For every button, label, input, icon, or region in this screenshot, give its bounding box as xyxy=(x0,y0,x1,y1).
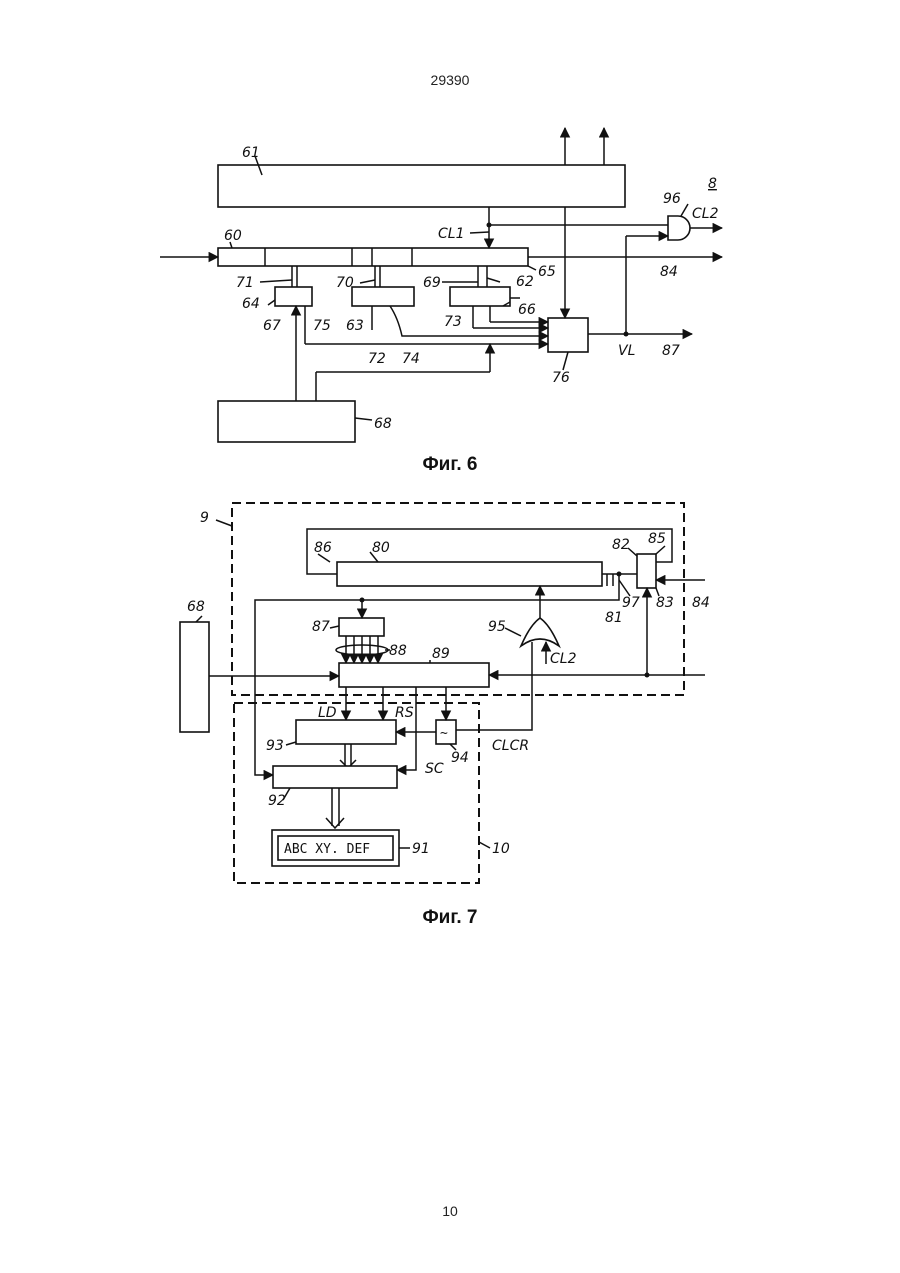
label-91: 91 xyxy=(412,841,430,857)
label-94: 94 xyxy=(451,750,469,766)
label-93: 93 xyxy=(266,738,284,754)
block-93 xyxy=(296,720,396,744)
block-80 xyxy=(337,562,602,586)
display-text: ABC XY. DEF xyxy=(284,842,370,857)
page-number: 10 xyxy=(0,1203,900,1219)
label-68: 68 xyxy=(187,599,205,615)
label-88: 88 xyxy=(389,643,407,659)
block-92 xyxy=(273,766,397,788)
label-92: 92 xyxy=(268,793,286,809)
label-84: 84 xyxy=(692,595,710,611)
label-85: 85 xyxy=(648,531,666,547)
label-86: 86 xyxy=(314,540,332,556)
label-cl2: CL2 xyxy=(550,651,577,667)
label-80: 80 xyxy=(372,540,390,556)
block-68-left xyxy=(180,622,209,732)
label-95: 95 xyxy=(488,619,506,635)
label-82: 82 xyxy=(612,537,630,553)
figure-7-diagram: ~ ABC XY. DEF 9 86 80 82 85 97 83 84 81 … xyxy=(0,0,900,900)
label-10: 10 xyxy=(492,841,510,857)
label-81: 81 xyxy=(605,610,623,626)
block-87 xyxy=(339,618,384,636)
block-89 xyxy=(339,663,489,687)
figure-7-caption: Фиг. 7 xyxy=(0,907,900,929)
label-9: 9 xyxy=(200,510,209,526)
block-82 xyxy=(637,554,656,588)
oscillator-symbol: ~ xyxy=(440,726,448,741)
label-89: 89 xyxy=(432,646,450,662)
label-rs: RS xyxy=(395,705,414,721)
label-87: 87 xyxy=(312,619,330,635)
or-gate-95 xyxy=(521,618,559,646)
label-sc: SC xyxy=(425,761,444,777)
label-ld: LD xyxy=(318,705,337,721)
label-97: 97 xyxy=(622,595,640,611)
label-clcr: CLCR xyxy=(492,738,529,754)
label-83: 83 xyxy=(656,595,674,611)
